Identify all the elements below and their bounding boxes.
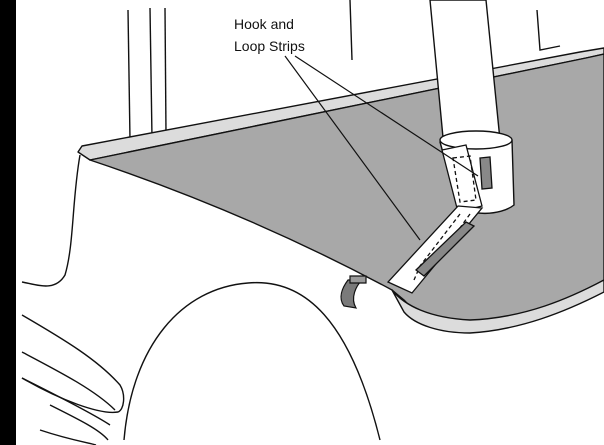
hook-loop-strips [386, 144, 493, 294]
background-frame-lines [127, 0, 561, 141]
cover-panel-edge [391, 279, 604, 334]
callout-label-line2: Loop Strips [234, 38, 305, 54]
support-tube-collar-top [439, 130, 513, 150]
callout-label-line1: Hook and [234, 16, 294, 32]
vehicle-body-outline [21, 154, 381, 445]
strap-vertical [441, 144, 483, 213]
callout-leader-lines [284, 55, 479, 241]
strap-diagonal [386, 205, 484, 294]
strip-patch-upper [479, 156, 493, 190]
cover-panel [77, 47, 604, 334]
left-border-bar [0, 0, 16, 445]
latch-knob [340, 275, 367, 309]
strip-patch-lower [414, 221, 476, 277]
